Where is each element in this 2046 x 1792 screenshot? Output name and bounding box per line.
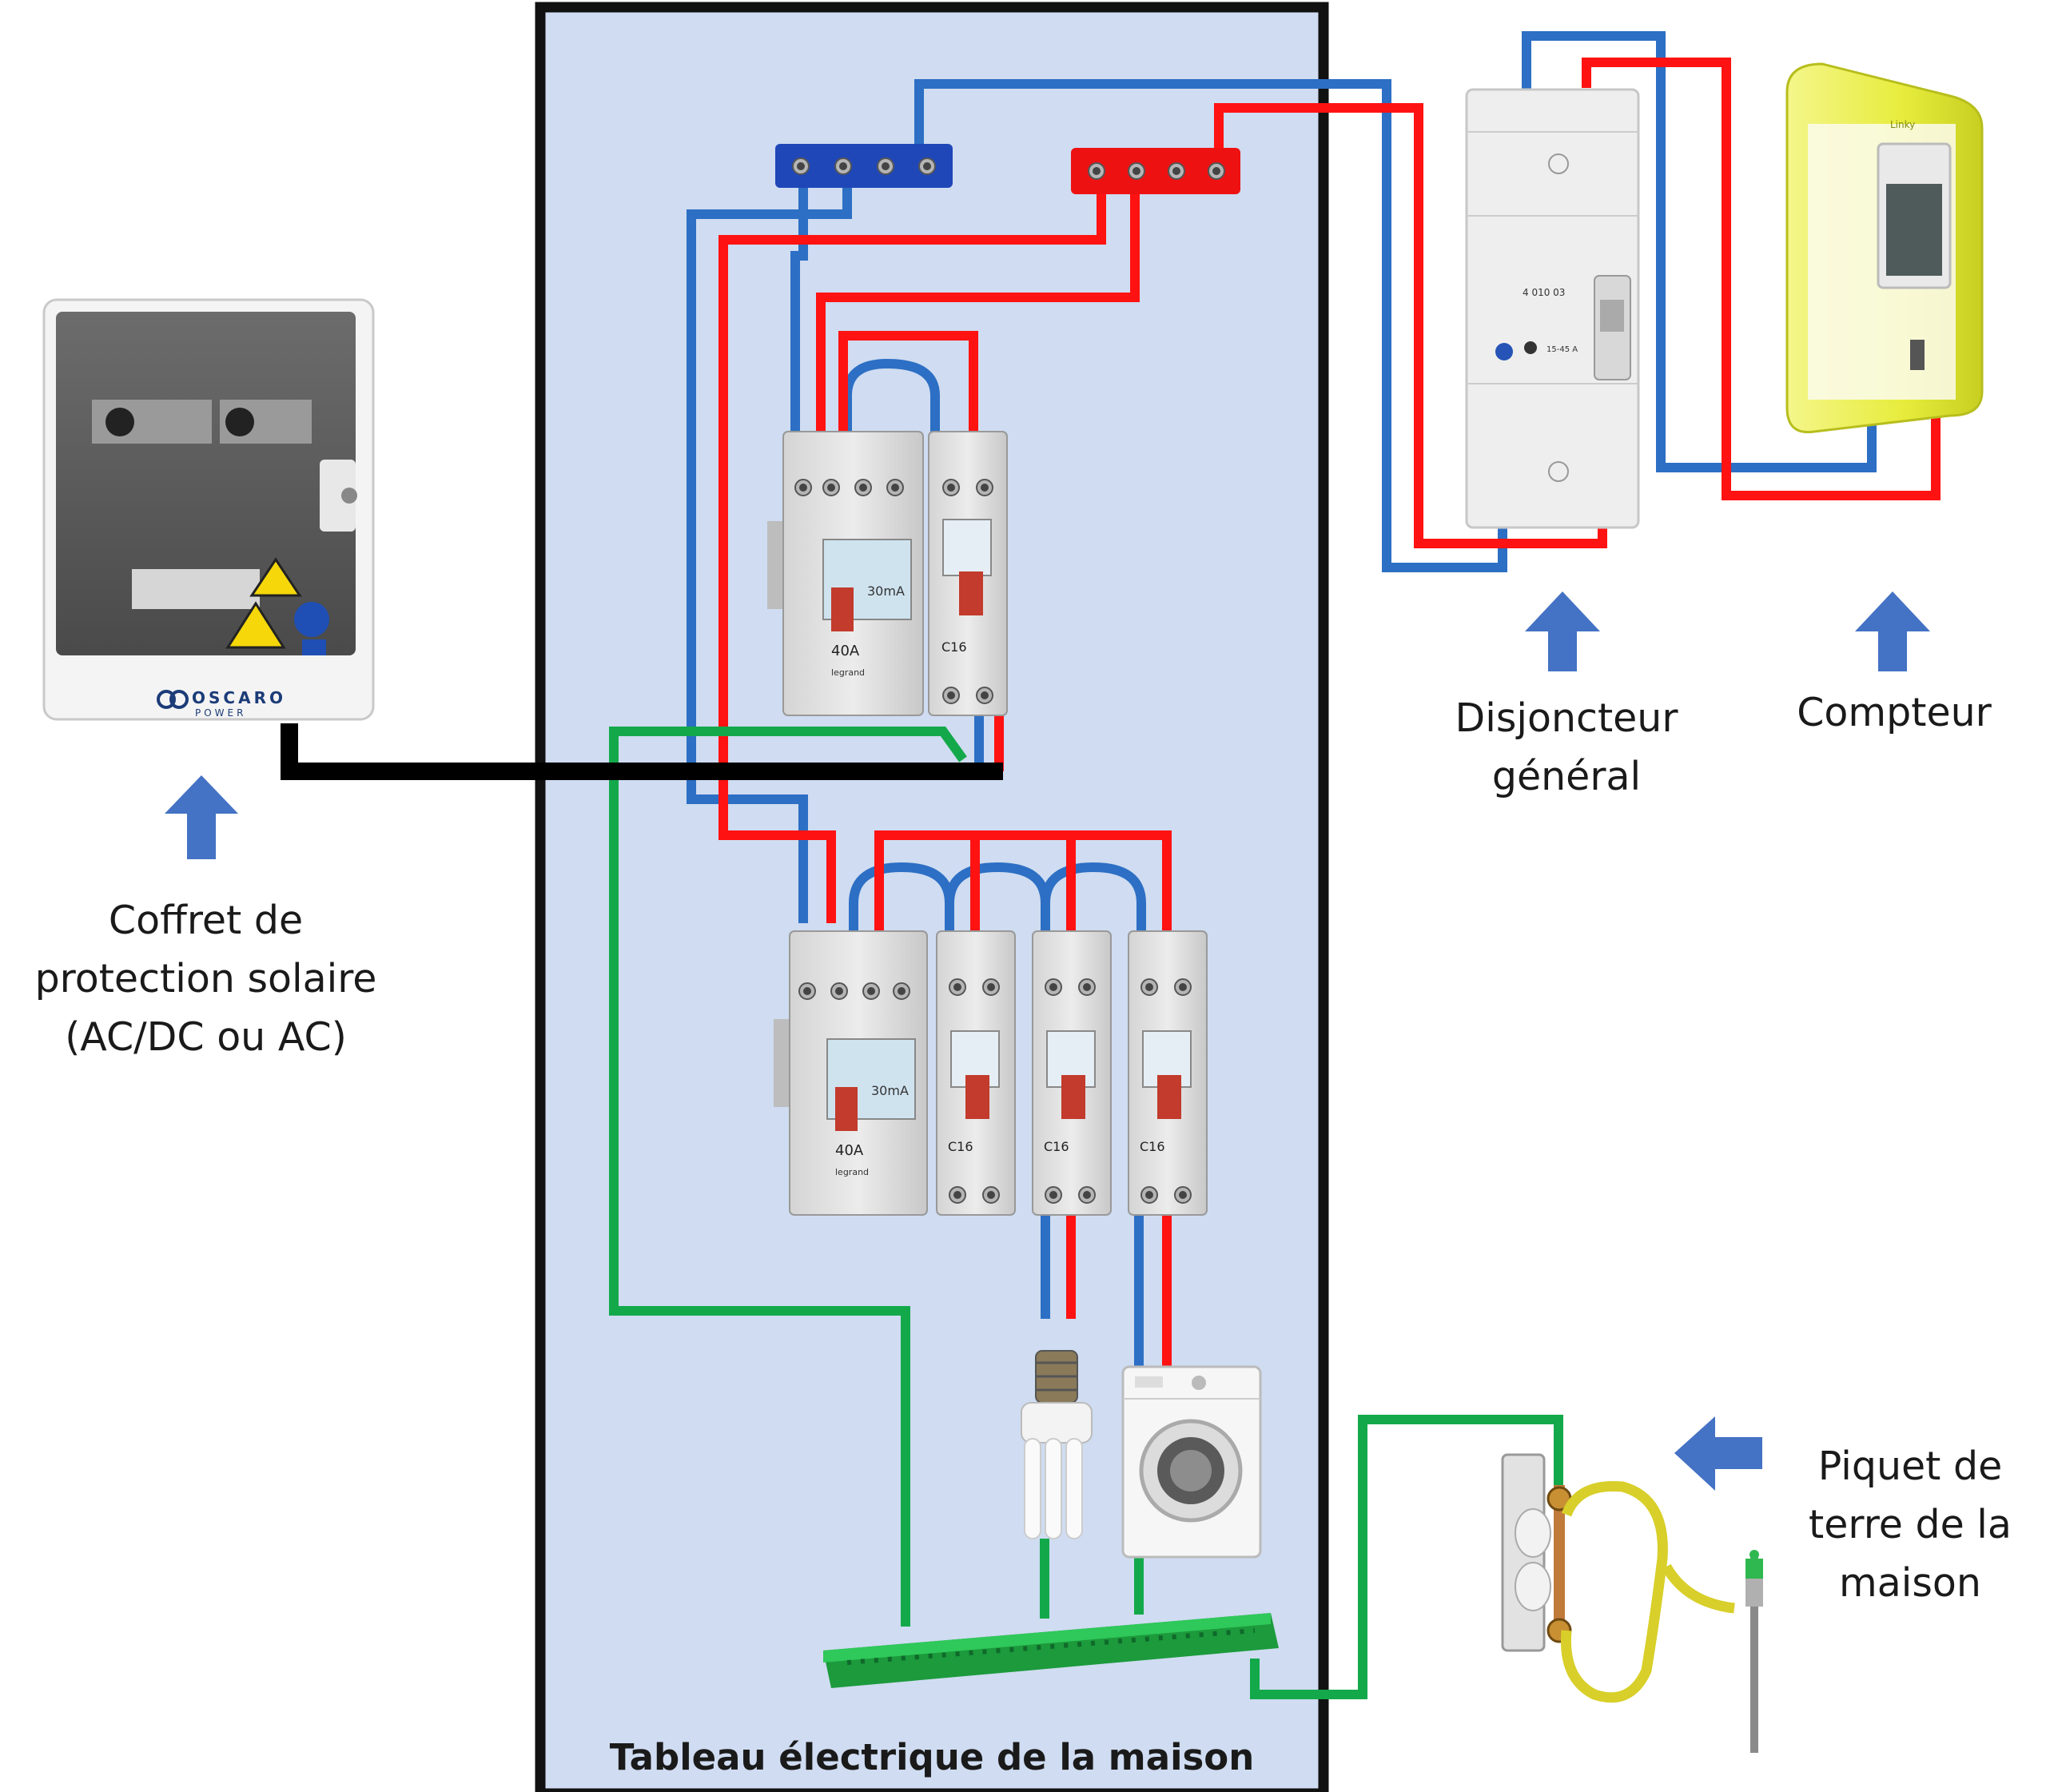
neutral-wire-rcd1-in [790,180,808,432]
info-icon [294,602,329,637]
neutral-busbar [775,144,953,188]
breaker-range: 15-45 A [1546,345,1578,354]
rcd-top-sensitivity: 30mA [867,583,905,599]
phase-wire-rcd1 [718,188,1106,923]
phase-busbar [1071,148,1240,194]
label-solar-box-line1: Coffret de [108,898,304,943]
rcd-bottom-sensitivity: 30mA [871,1083,909,1098]
arrow-left-icon-ground [1674,1416,1762,1491]
panel-title: Tableau électrique de la maison [609,1736,1255,1778]
washing-machine-icon [1121,1365,1262,1559]
label-solar-box-line2: protection solaire [34,956,377,1002]
mcb-bottom-1-rating: C16 [948,1139,973,1154]
mcb-bottom-3-rating: C16 [1140,1139,1165,1154]
mcb-bottom-3: C16 [1128,930,1208,1216]
main-breaker: 4 010 03 15-45 A [1465,88,1640,529]
label-solar-box-line3: (AC/DC ou AC) [65,1014,347,1060]
phase-bridge-top-2 [874,830,1172,931]
mcb-bottom-1: C16 [936,930,1016,1216]
warning-icon-2 [225,601,286,649]
warning-icon [249,557,302,597]
arrow-up-icon-solar [165,775,238,859]
phase-wire-rcd1-in [816,188,1140,432]
earth-busbar [823,1613,1279,1688]
label-ground-line2: terre de la [1809,1502,2012,1547]
inverter-ac-cable [281,723,1003,780]
label-solar-box: Coffret de protection solaire (AC/DC ou … [16,891,396,1066]
neutral-wire-bar-to-breaker [914,79,1507,572]
neutral-bridge-2 [849,862,954,931]
label-ground-line3: maison [1839,1560,1981,1606]
mcb-top-rating: C16 [941,639,967,655]
neutral-bridge-1 [842,358,940,432]
earth-connector [1501,1453,1572,1652]
neutral-bridge-3 [945,862,1050,931]
label-ground: Piquet de terre de la maison [1782,1437,2038,1612]
label-breaker-line1: Disjoncteur [1455,695,1678,741]
phase-wire-breaker-to-meter [1582,58,1941,500]
rcd-top-brand: legrand [831,667,865,678]
label-meter-text: Compteur [1797,690,1992,735]
neutral-wire-breaker-to-meter [1522,31,1877,472]
earth-wire-solar [609,727,967,1627]
mcb-bottom-2-rating: C16 [1044,1139,1069,1154]
rcd-bottom-brand: legrand [835,1167,869,1177]
rcd-bottom-rating: 40A [835,1142,864,1159]
solar-box-brand-sub: POWER [195,707,246,719]
electricity-meter: Linky [1785,62,1984,434]
label-ground-line1: Piquet de [1817,1444,2003,1489]
label-breaker: Disjoncteur général [1431,689,1702,806]
breaker-reference: 4 010 03 [1523,287,1565,298]
phase-bridge-top-1 [838,331,978,432]
neutral-wire-rcd1 [687,184,852,923]
rcd-top-rating: 40A [831,643,860,659]
earth-cable-yellow [1560,1480,1668,1703]
label-meter: Compteur [1774,683,2014,742]
solar-protection-box: OSCARO POWER [42,298,375,721]
mcb-bottom-2: C16 [1032,930,1112,1216]
ground-rod [1745,1550,1763,1753]
meter-brand: Linky [1890,119,1915,130]
earth-wire-ground [1250,1415,1563,1699]
phase-wire-bar-to-breaker [1214,103,1607,548]
neutral-bridge-4 [1041,862,1146,931]
mcb-top: C16 [928,431,1008,716]
earth-cable-yellow-end [1662,1563,1735,1614]
solar-box-brand: OSCARO [192,688,286,707]
lamp-icon [1021,1350,1093,1539]
arrow-up-icon-meter [1855,591,1930,671]
rcd-bottom: 30mA 40A legrand [774,930,928,1216]
arrow-up-icon-breaker [1525,591,1600,671]
label-breaker-line2: général [1491,754,1642,799]
rcd-top: 30mA 40A legrand [767,431,924,716]
